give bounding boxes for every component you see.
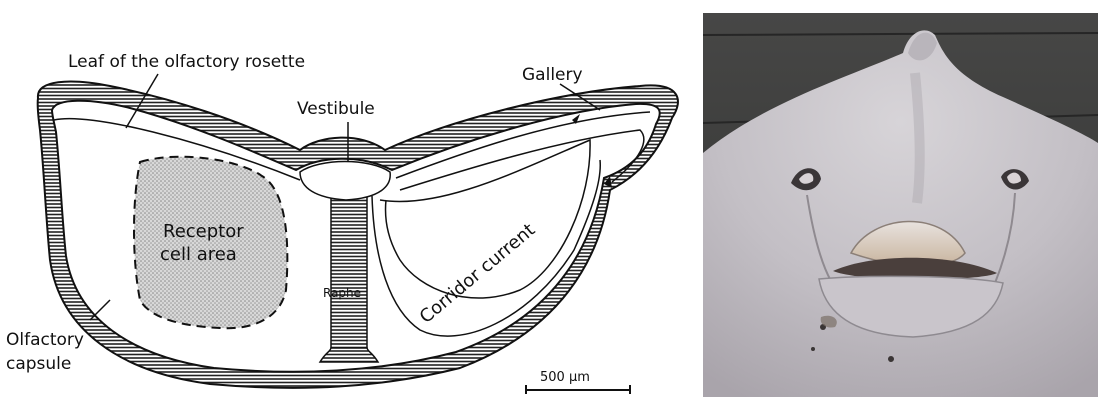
receptor-cell-area <box>134 157 287 329</box>
capsule-leader <box>90 300 110 320</box>
vestibule-label: Vestibule <box>297 99 375 119</box>
ray-underside-photo <box>703 13 1098 397</box>
corridor-current-label: Corridor current <box>416 219 539 327</box>
center-ridge <box>915 73 920 203</box>
receptor-label-line1: Receptor <box>163 221 244 242</box>
olfactory-diagram: Leaf of the olfactory rosette Gallery Ve… <box>0 0 690 397</box>
speckle <box>888 356 894 362</box>
vestibule-cavity <box>300 162 390 201</box>
leaf-label: Leaf of the olfactory rosette <box>68 52 305 72</box>
corridor-current-line-2 <box>372 160 600 336</box>
raphe-label: Raphe <box>323 286 361 300</box>
raphe-column <box>331 190 367 360</box>
raphe-base <box>320 348 378 362</box>
capsule-label-line2: capsule <box>6 354 71 374</box>
speckle <box>811 347 815 351</box>
gallery-label: Gallery <box>522 65 583 85</box>
capsule-label-line1: Olfactory <box>6 330 84 350</box>
scale-bar-label: 500 µm <box>540 370 590 385</box>
receptor-label-line2: cell area <box>160 244 237 265</box>
